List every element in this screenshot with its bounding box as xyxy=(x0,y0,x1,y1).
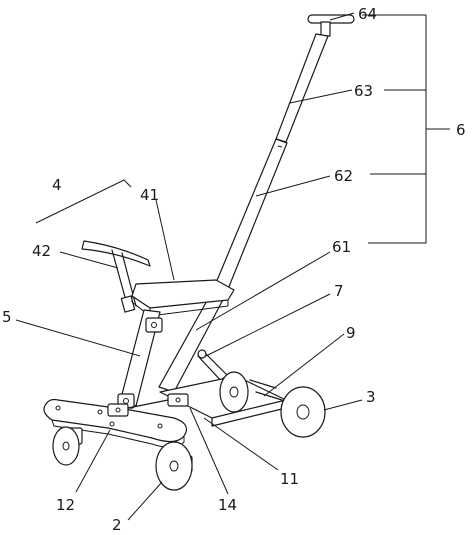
label-61: 61 xyxy=(332,238,351,256)
upper-push-rod xyxy=(275,33,329,143)
label-7: 7 xyxy=(334,282,344,300)
bracket-6 xyxy=(362,14,450,244)
label-5: 5 xyxy=(2,308,12,326)
label-4: 4 xyxy=(52,176,62,194)
leader-lines xyxy=(15,12,363,521)
label-64: 64 xyxy=(358,5,377,23)
label-2: 2 xyxy=(112,516,122,534)
front-wheel-right xyxy=(155,441,193,491)
label-12: 12 xyxy=(56,496,75,514)
rear-wheel-right xyxy=(280,386,326,438)
label-9: 9 xyxy=(346,324,356,342)
label-42: 42 xyxy=(32,242,51,260)
label-3: 3 xyxy=(366,388,376,406)
label-63: 63 xyxy=(354,82,373,100)
bracket-4 xyxy=(35,179,132,224)
front-wheel-left xyxy=(52,426,83,466)
label-14: 14 xyxy=(218,496,237,514)
label-6: 6 xyxy=(456,121,466,139)
label-41: 41 xyxy=(140,186,159,204)
label-62: 62 xyxy=(334,167,353,185)
rear-wheel-left xyxy=(219,371,249,413)
reference-labels: 64 63 6 62 4 41 42 61 7 5 9 3 11 12 14 2 xyxy=(2,5,466,534)
front-tube xyxy=(117,309,163,409)
label-11: 11 xyxy=(280,470,299,488)
middle-push-rod xyxy=(212,138,288,295)
handle-grip xyxy=(307,14,355,37)
seat-board xyxy=(131,279,235,317)
